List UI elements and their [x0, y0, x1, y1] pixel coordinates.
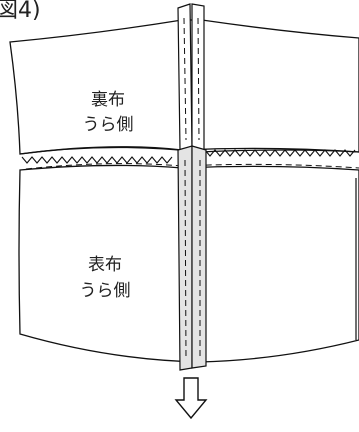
- horizontal-stitch-line: [25, 163, 359, 170]
- top-strip-stitch-right: [197, 17, 200, 141]
- bottom-seam-allowance-strip-right: [191, 145, 207, 369]
- bottom-panel-label-line2: うら側: [80, 281, 131, 301]
- top-strip-stitch-left: [183, 17, 187, 141]
- bottom-seam-allowance-strip: [177, 145, 193, 371]
- top-panel-label-line2: うら側: [83, 115, 134, 135]
- top-zigzag-edge: [21, 149, 356, 164]
- figure-title: 図4): [0, 0, 41, 23]
- top-seam-allowance-strip-right: [191, 3, 205, 151]
- top-seam-allowance-strip: [177, 3, 193, 151]
- bottom-strip-stitch-left: [184, 159, 187, 361]
- top-panel-label-line1: 裏布: [91, 89, 125, 110]
- down-arrow-icon: [174, 377, 208, 420]
- bottom-panel-label-line1: 表布: [88, 255, 122, 275]
